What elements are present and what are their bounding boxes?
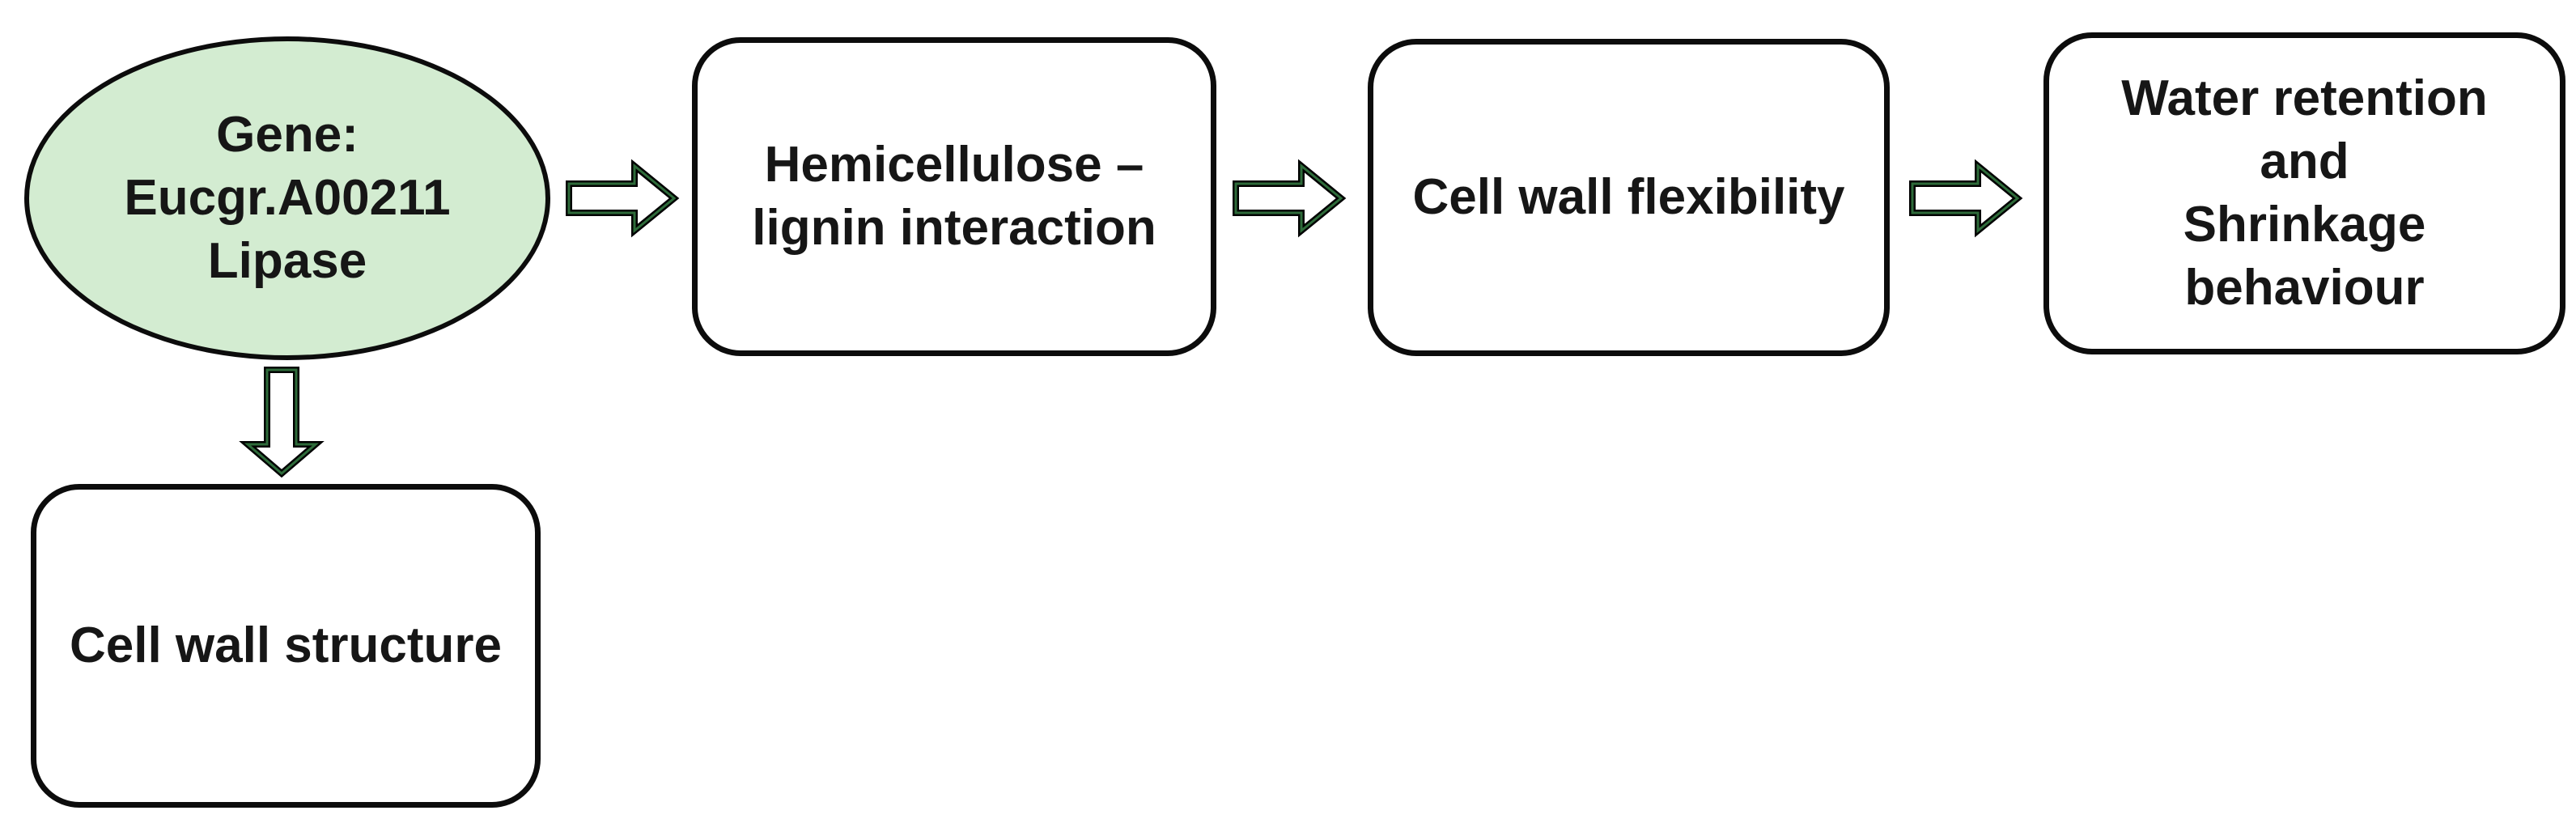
node-gene-label-line2: Eucgr.A00211 <box>124 170 451 226</box>
node-hemicellulose-label-line2: lignin interaction <box>752 200 1156 256</box>
down-arrow-icon <box>239 367 325 478</box>
right-arrow-icon <box>1233 159 1347 238</box>
node-hemicellulose-label-line1: Hemicellulose – <box>764 137 1144 193</box>
node-water-retention: Water retention and Shrinkage behaviour <box>2043 32 2565 354</box>
node-flexibility-label: Cell wall flexibility <box>1412 169 1845 225</box>
node-cell-wall-structure: Cell wall structure <box>31 484 541 808</box>
node-hemicellulose: Hemicellulose – lignin interaction <box>692 37 1216 356</box>
node-water-retention-label-line2: and <box>2260 134 2349 189</box>
node-water-retention-label-line1: Water retention <box>2121 70 2488 126</box>
node-water-retention-label-line4: behaviour <box>2184 260 2425 316</box>
node-water-retention-label-line3: Shrinkage <box>2183 197 2426 252</box>
node-gene-label-line3: Lipase <box>207 233 367 289</box>
node-flexibility: Cell wall flexibility <box>1368 39 1890 356</box>
node-gene: Gene: Eucgr.A00211 Lipase <box>24 36 550 360</box>
node-gene-label-line1: Gene: <box>216 107 359 163</box>
right-arrow-icon <box>1909 159 2023 238</box>
right-arrow-icon <box>566 159 680 238</box>
node-cell-wall-structure-label: Cell wall structure <box>69 617 503 673</box>
